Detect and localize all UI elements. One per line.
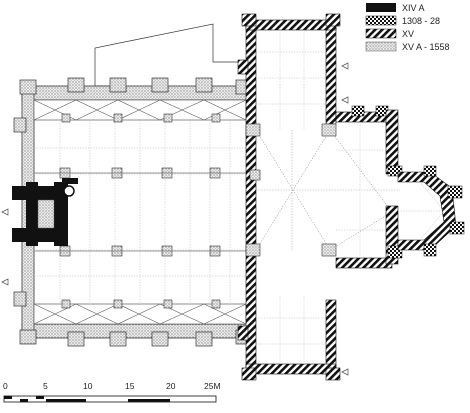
transept-walls	[237, 13, 341, 381]
scale-tick-25m: 25M	[204, 381, 221, 391]
west-tower	[12, 178, 78, 246]
nave-buttresses	[13, 77, 251, 347]
choir-walls	[335, 105, 403, 269]
legend-swatch-1308	[365, 15, 397, 26]
legend-label-1308: 1308 - 28	[402, 16, 440, 26]
scale-tick-5: 5	[43, 381, 48, 391]
legend-swatch-xiva	[366, 3, 396, 12]
orientation-markers	[1, 62, 349, 376]
legend-swatch-xv	[365, 28, 397, 39]
scale-tick-15: 15	[125, 381, 135, 391]
choir-vault-grid	[336, 122, 445, 258]
chapel-vaults	[33, 99, 247, 325]
scale-tick-10: 10	[83, 381, 93, 391]
arcade-lines	[34, 172, 246, 252]
legend-label-xiva: XIV A	[402, 3, 425, 13]
legend-label-xv: XV	[402, 29, 414, 39]
scale-bar: 0 5 10 15 20 25M	[3, 381, 221, 403]
crossing-piers	[245, 123, 337, 257]
legend: XIV A 1308 - 28 XV XV A - 1558	[365, 3, 450, 52]
apse	[397, 165, 465, 257]
legend-label-xva: XV A - 1558	[402, 42, 450, 52]
scale-tick-0: 0	[3, 381, 8, 391]
legend-swatch-xva	[365, 41, 397, 52]
transept-vault-grid	[256, 30, 326, 364]
crossing-vault	[255, 129, 400, 251]
scale-tick-20: 20	[166, 381, 176, 391]
construction-lines	[94, 23, 243, 87]
